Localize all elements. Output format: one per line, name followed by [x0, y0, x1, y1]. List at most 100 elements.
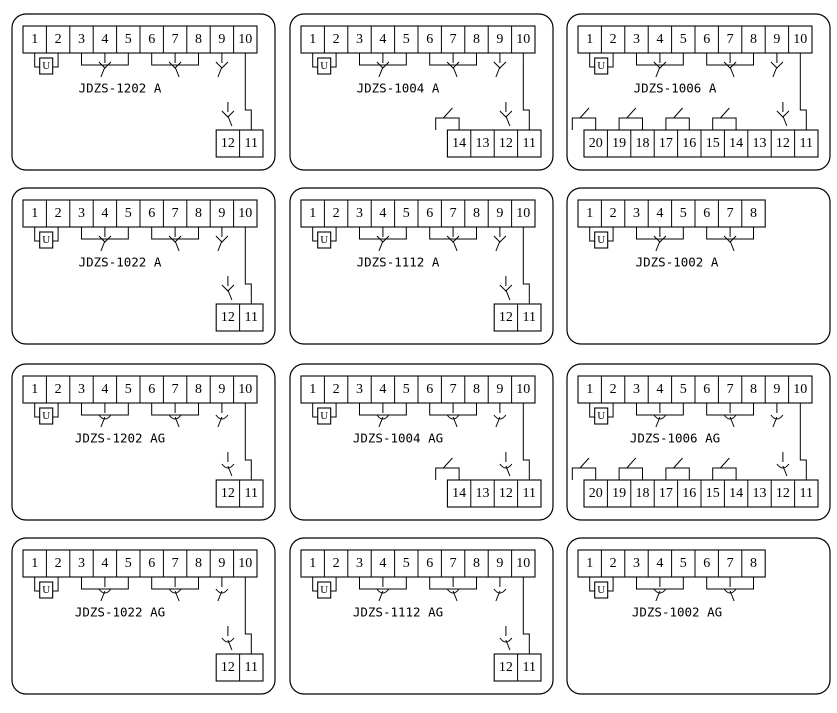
terminal-11: 11 [245, 486, 258, 501]
bottom-group-1-wire [435, 117, 460, 130]
contact-group-1-wire [706, 577, 754, 590]
terminal-10: 10 [238, 206, 252, 221]
coil-box [317, 231, 332, 249]
terminal-14: 14 [729, 486, 743, 501]
model-label: JDZS-1004 AG [353, 431, 443, 446]
contact-1-blade [100, 416, 106, 428]
contact-1-blade [378, 240, 384, 252]
terminal-14: 14 [452, 486, 466, 501]
terminal-10: 10 [238, 382, 252, 397]
bottom-contact-0-arc [221, 463, 235, 469]
terminal-3: 3 [356, 206, 363, 221]
coil-box [594, 581, 609, 599]
link-10-11 [244, 587, 252, 654]
terminal-7: 7 [450, 206, 457, 221]
terminal-11: 11 [523, 486, 536, 501]
terminal-1: 1 [586, 382, 593, 397]
terminal-7: 7 [727, 32, 734, 47]
terminal-1: 1 [309, 382, 316, 397]
model-label: JDZS-1004 A [357, 81, 440, 96]
terminal-2: 2 [55, 32, 62, 47]
terminal-2: 2 [55, 382, 62, 397]
bottom-contact-0-arc [499, 463, 513, 469]
terminal-3: 3 [356, 32, 363, 47]
terminal-7: 7 [172, 556, 179, 571]
model-label: JDZS-1002 A [636, 255, 719, 270]
terminal-5: 5 [680, 556, 687, 571]
terminal-5: 5 [125, 32, 132, 47]
terminal-5: 5 [403, 382, 410, 397]
contact-2-blade [729, 240, 735, 252]
terminal-4: 4 [101, 32, 108, 47]
bottom-contact-0-blade [505, 465, 511, 477]
contact-1-blade [655, 590, 661, 602]
contact-1-blade [655, 416, 661, 428]
link-10-11 [522, 413, 530, 480]
terminal-9: 9 [773, 32, 780, 47]
terminal-2: 2 [333, 206, 340, 221]
bottom-group-1-blade [443, 457, 453, 469]
terminal-18: 18 [636, 136, 650, 151]
terminal-4: 4 [656, 556, 663, 571]
terminal-16: 16 [682, 486, 696, 501]
terminal-3: 3 [633, 556, 640, 571]
coil-label: U [320, 234, 328, 246]
terminal-8: 8 [750, 556, 757, 571]
terminal-9: 9 [218, 556, 225, 571]
terminal-5: 5 [125, 556, 132, 571]
terminal-8: 8 [195, 382, 202, 397]
bottom-contact-0-blade [227, 639, 233, 651]
model-label: JDZS-1006 A [634, 81, 717, 96]
terminal-3: 3 [78, 206, 85, 221]
terminal-18: 18 [636, 486, 650, 501]
bottom-contact-0-blade [227, 289, 233, 301]
link-10-11 [244, 63, 252, 130]
coil-label: U [597, 410, 605, 422]
terminal-17: 17 [659, 136, 673, 151]
terminal-12: 12 [499, 660, 513, 675]
bottom-contact-0-blade [505, 289, 511, 301]
model-label: JDZS-1202 AG [75, 431, 165, 446]
terminal-9: 9 [218, 32, 225, 47]
terminal-7: 7 [172, 382, 179, 397]
contact-2-blade [729, 590, 735, 602]
terminal-3: 3 [78, 556, 85, 571]
terminal-13: 13 [753, 486, 767, 501]
terminal-5: 5 [125, 206, 132, 221]
terminal-2: 2 [333, 32, 340, 47]
coil-box [39, 407, 54, 425]
terminal-6: 6 [148, 556, 155, 571]
terminal-9: 9 [496, 556, 503, 571]
terminal-13: 13 [476, 136, 490, 151]
bottom-group-1-blade [720, 457, 730, 469]
terminal-10: 10 [238, 556, 252, 571]
contact-group-0-wire [636, 403, 684, 416]
terminal-13: 13 [476, 486, 490, 501]
link-10-11 [799, 413, 807, 480]
terminal-9: 9 [218, 382, 225, 397]
terminal-8: 8 [195, 556, 202, 571]
link-10-11 [522, 63, 530, 130]
contact-2-arc [446, 414, 460, 420]
terminal-12: 12 [221, 660, 235, 675]
coil-label: U [320, 410, 328, 422]
contact-1-blade [100, 66, 106, 78]
coil-box [39, 581, 54, 599]
terminal-4: 4 [656, 206, 663, 221]
contact-group-1-wire [706, 403, 754, 416]
terminal-13: 13 [753, 136, 767, 151]
terminal-11: 11 [523, 310, 536, 325]
terminal-9: 9 [773, 382, 780, 397]
contact-9-arc [770, 414, 784, 420]
terminal-9: 9 [218, 206, 225, 221]
coil-label: U [320, 584, 328, 596]
terminal-2: 2 [610, 32, 617, 47]
contact-9-blade [495, 66, 501, 78]
contact-9-blade [772, 66, 778, 78]
terminal-7: 7 [450, 382, 457, 397]
terminal-7: 7 [172, 206, 179, 221]
bottom-group-1-wire [712, 117, 737, 130]
